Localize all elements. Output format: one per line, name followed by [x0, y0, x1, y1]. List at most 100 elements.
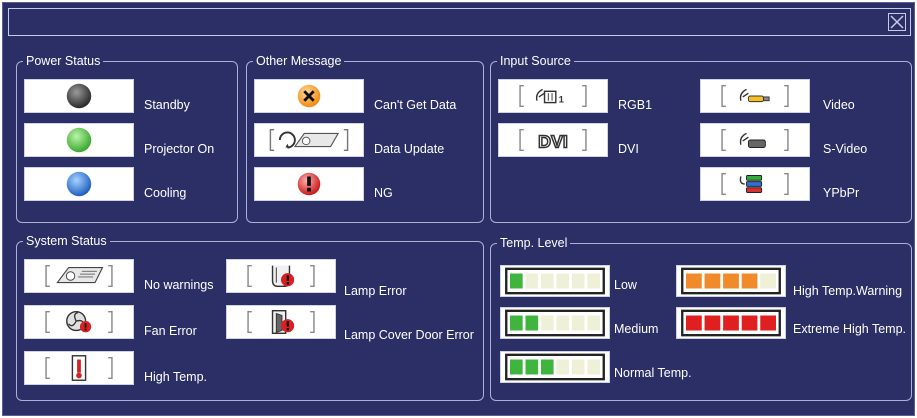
meter-segment-empty [556, 273, 570, 289]
ypbpr-label: YPbPr [823, 186, 860, 200]
blue-circle-icon [66, 171, 92, 197]
meter-segment-empty [587, 359, 600, 375]
high-temp-label: High Temp. [144, 370, 207, 384]
data-update-indicator [254, 123, 364, 157]
temp-low-meter [500, 265, 610, 297]
power-status-title: Power Status [23, 53, 104, 69]
dvi-label: DVI [618, 142, 639, 156]
s-video-indicator [700, 123, 810, 157]
temp-normal-meter [500, 351, 610, 383]
lamp-cover-door-error-label: Lamp Cover Door Error [344, 328, 474, 342]
rgb1-label: RGB1 [618, 98, 653, 112]
temp-medium-meter [500, 307, 610, 339]
projector-on-indicator [24, 123, 134, 157]
system-status-group: System Status [16, 233, 484, 401]
standby-label: Standby [144, 98, 190, 112]
temp-normal-label: Normal Temp. [614, 366, 692, 380]
meter-segment-filled [510, 359, 523, 375]
title-bar [8, 8, 911, 36]
dvi-icon: DVI [519, 128, 587, 152]
thermometer-icon [45, 355, 113, 381]
system-status-title: System Status [23, 233, 110, 249]
temp-meter-icon [505, 309, 605, 337]
meter-segment-empty [525, 273, 539, 289]
exclamation-circle-icon [297, 172, 321, 196]
svg-text:DVI: DVI [538, 132, 568, 152]
cooling-indicator [24, 167, 134, 201]
temp-meter-icon [681, 309, 781, 337]
lamp-error-label: Lamp Error [344, 284, 407, 298]
meter-segment-empty [556, 359, 570, 375]
close-button[interactable] [888, 13, 906, 31]
input-source-group: Input Source [490, 53, 912, 223]
temp-low-label: Low [614, 278, 637, 292]
meter-segment-empty [760, 273, 776, 289]
power-status-group: Power Status [16, 53, 238, 223]
other-message-group: Other Message [246, 53, 484, 223]
temp-level-group: Temp. Level [490, 235, 912, 401]
projector-icon [45, 264, 113, 288]
gray-circle-icon [66, 83, 92, 109]
meter-segment-filled [760, 315, 776, 331]
ypbpr-indicator [700, 167, 810, 201]
lamp-cover-door-icon [247, 310, 315, 334]
lamp-cover-door-error-indicator [226, 305, 336, 339]
temp-meter-icon [505, 353, 605, 381]
meter-segment-filled [704, 273, 721, 289]
meter-segment-filled [741, 273, 758, 289]
fan-error-icon [45, 310, 113, 334]
meter-segment-filled [510, 315, 523, 331]
meter-segment-empty [540, 315, 554, 331]
meter-segment-empty [571, 315, 585, 331]
input-source-title: Input Source [497, 53, 574, 69]
no-warnings-indicator [24, 259, 134, 293]
meter-segment-empty [540, 273, 554, 289]
ng-indicator [254, 167, 364, 201]
temp-high-warning-meter [676, 265, 786, 297]
meter-segment-filled [723, 273, 739, 289]
temp-extreme-high-meter [676, 307, 786, 339]
meter-segment-filled [510, 273, 523, 289]
meter-segment-empty [571, 359, 585, 375]
meter-segment-filled [525, 359, 539, 375]
fan-error-indicator [24, 305, 134, 339]
meter-segment-filled [741, 315, 758, 331]
temp-level-title: Temp. Level [497, 235, 571, 251]
data-update-label: Data Update [374, 142, 445, 156]
video-indicator [700, 79, 810, 113]
lamp-error-icon [247, 264, 315, 288]
meter-segment-filled [525, 315, 539, 331]
high-temp-indicator [24, 351, 134, 385]
meter-segment-empty [587, 315, 600, 331]
svg-text:1: 1 [559, 94, 564, 105]
meter-segment-filled [686, 315, 702, 331]
rgb1-indicator: 1 [498, 79, 608, 113]
meter-segment-filled [704, 315, 721, 331]
x-circle-icon [297, 84, 321, 108]
rgb-connector-icon: 1 [519, 84, 587, 108]
temp-medium-label: Medium [614, 322, 659, 336]
cant-get-data-indicator [254, 79, 364, 113]
close-icon [890, 15, 904, 29]
ypbpr-plug-icon [721, 172, 789, 196]
temp-extreme-high-label: Extreme High Temp. [793, 322, 907, 336]
cooling-label: Cooling [144, 186, 187, 200]
fan-error-label: Fan Error [144, 324, 197, 338]
meter-segment-filled [723, 315, 739, 331]
cant-get-data-label: Can't Get Data [374, 98, 457, 112]
s-video-plug-icon [721, 128, 789, 152]
other-message-title: Other Message [253, 53, 345, 69]
video-plug-icon [721, 84, 789, 108]
meter-segment-filled [686, 273, 702, 289]
meter-segment-empty [587, 273, 600, 289]
meter-segment-filled [540, 359, 554, 375]
video-label: Video [823, 98, 855, 112]
meter-segment-empty [571, 273, 585, 289]
lamp-error-indicator [226, 259, 336, 293]
projector-on-label: Projector On [144, 142, 215, 156]
temp-high-warning-label: High Temp.Warning [793, 284, 903, 298]
dvi-indicator: DVI [498, 123, 608, 157]
meter-segment-empty [556, 315, 570, 331]
s-video-label: S-Video [823, 142, 868, 156]
